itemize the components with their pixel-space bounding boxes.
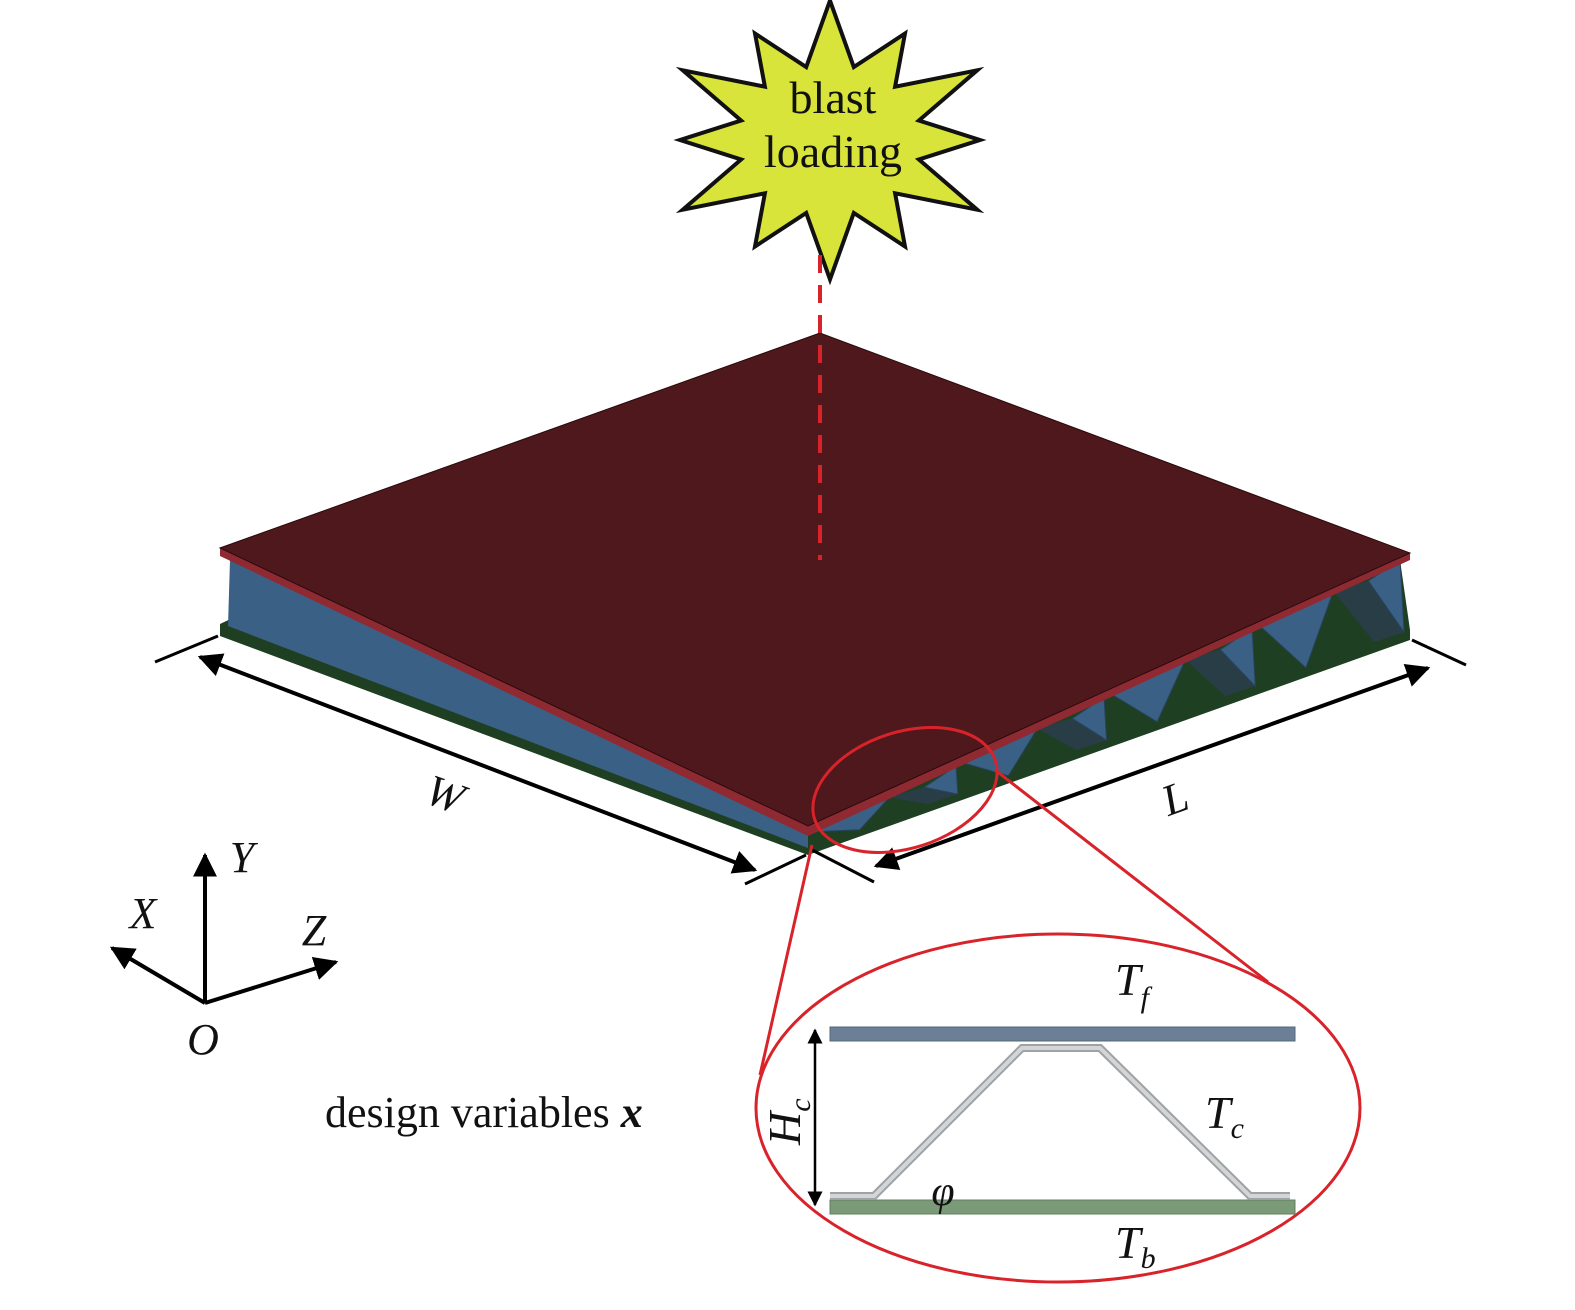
design-variables-label: design variables x [325,1088,643,1137]
blast-starburst: blast loading [673,0,987,286]
core-thickness-label: Tc [1205,1087,1244,1145]
design-variables-symbol: x [620,1088,643,1137]
inset-face-sheet [829,1026,1296,1042]
angle-label: φ [931,1169,954,1215]
blast-label-line1: blast [790,72,877,123]
axis-z-label: Z [302,906,327,955]
origin-label: O [187,1015,219,1064]
back-thickness-label: Tb [1115,1217,1156,1275]
length-dimension [811,638,1467,884]
core-web-shadow [1333,580,1405,643]
width-label: W [419,765,473,825]
length-label: L [1154,771,1195,826]
axis-x-label: X [128,889,159,938]
blast-label-line2: loading [764,126,902,177]
face-thickness-label: Tf [1115,954,1153,1014]
zoom-callout [754,726,1362,1284]
coordinate-axes [109,852,339,1005]
axis-y-label: Y [230,833,259,882]
design-variables-text: design variables [325,1088,621,1137]
core-height-label: Hc [759,1098,817,1146]
inset-back-sheet [829,1199,1296,1215]
top-plate [218,332,1412,827]
width-dimension [154,634,807,886]
cross-section-inset [807,1026,1296,1215]
blast-star-shape [673,0,987,286]
